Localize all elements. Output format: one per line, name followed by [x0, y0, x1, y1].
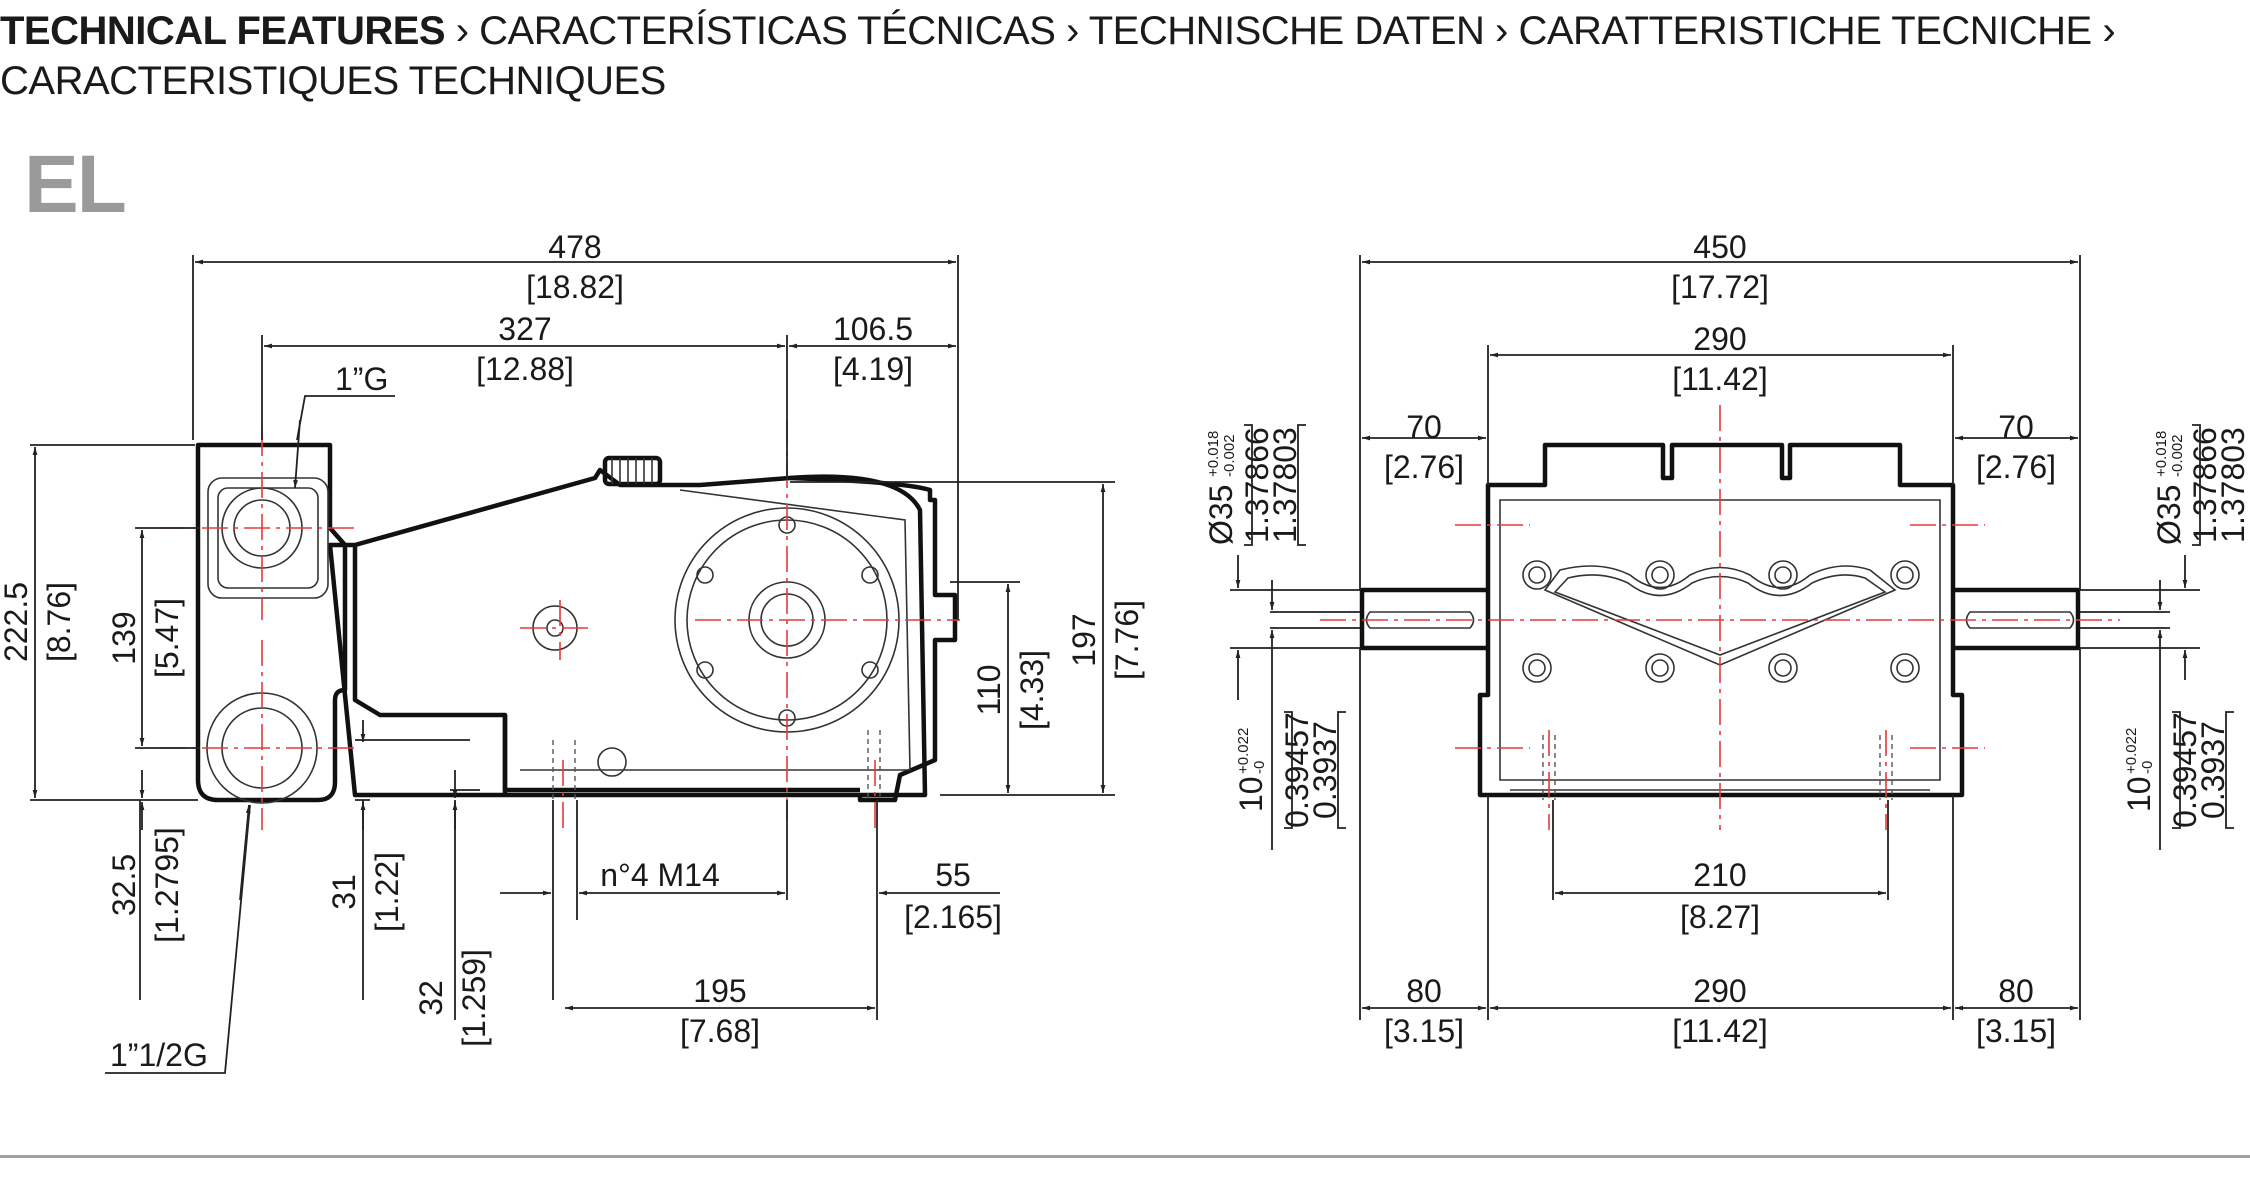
- header-title-line2: CARACTERISTIQUES TECHNIQUES: [0, 59, 666, 103]
- key-right-in-min: 0.3937: [2195, 721, 2231, 819]
- dim-139-in: [5.47]: [149, 598, 185, 678]
- dim-106-5: 106.5: [833, 311, 913, 347]
- dim-450: 450: [1693, 229, 1746, 265]
- dim-110: 110: [971, 664, 1007, 715]
- svg-text:+0.022: +0.022: [2123, 728, 2140, 774]
- svg-text:Ø35: Ø35: [1203, 485, 1239, 545]
- mount-bolts-label: n°4 M14: [600, 857, 720, 893]
- dim-327-in: [12.88]: [476, 351, 574, 387]
- dim-55: 55: [935, 857, 971, 893]
- dim-31: 31: [326, 874, 362, 910]
- dim-80-right-in: [3.15]: [1976, 1013, 2056, 1049]
- dim-80-left: 80: [1406, 973, 1442, 1009]
- dim-450-in: [17.72]: [1671, 269, 1769, 305]
- dim-478-in: [18.82]: [526, 269, 624, 305]
- svg-text:-0: -0: [1251, 761, 1268, 774]
- dim-70-left: 70: [1406, 409, 1442, 445]
- dim-290-top: 290: [1693, 321, 1746, 357]
- key-left-in-max: 0.39457: [1279, 712, 1315, 828]
- svg-text:+0.018: +0.018: [2153, 431, 2170, 477]
- dim-32-5: 32.5: [106, 854, 142, 916]
- key-left-in-min: 0.3937: [1307, 721, 1343, 819]
- header-title-bold: TECHNICAL FEATURES: [0, 9, 446, 53]
- model-label: EL: [24, 139, 127, 230]
- footer-divider: [0, 1155, 2250, 1158]
- dim-197-in: [7.76]: [1109, 600, 1145, 680]
- key-left: 10 +0.022 -0: [1233, 728, 1269, 812]
- dim-80-right: 80: [1998, 973, 2034, 1009]
- shaft-dia-right: Ø35 +0.018 -0.002: [2151, 431, 2187, 545]
- dim-210-in: [8.27]: [1680, 899, 1760, 935]
- dim-70-right-in: [2.76]: [1976, 449, 2056, 485]
- dim-222-5: 222.5: [0, 582, 34, 662]
- shaft-dia-left: Ø35 +0.018 -0.002: [1203, 431, 1239, 545]
- svg-text:Ø35: Ø35: [2151, 485, 2187, 545]
- svg-text:-0: -0: [2139, 761, 2156, 774]
- svg-text:10: 10: [1233, 776, 1269, 812]
- dim-139: 139: [106, 611, 142, 664]
- dim-110-in: [4.33]: [1014, 650, 1050, 730]
- dim-290-bottom-in: [11.42]: [1672, 1013, 1767, 1049]
- svg-text:10: 10: [2121, 776, 2157, 812]
- dim-80-left-in: [3.15]: [1384, 1013, 1464, 1049]
- dim-195-in: [7.68]: [680, 1013, 760, 1049]
- shaft-dia-right-in-max: 1.37866: [2187, 427, 2223, 543]
- dim-106-5-in: [4.19]: [833, 351, 913, 387]
- dim-55-in: [2.165]: [904, 899, 1002, 935]
- side-view-outline: [195, 442, 958, 804]
- svg-text:+0.018: +0.018: [1205, 431, 1222, 477]
- key-right-in-max: 0.39457: [2167, 712, 2203, 828]
- key-right: 10 +0.022 -0: [2121, 728, 2157, 812]
- page-header: TECHNICAL FEATURES › CARACTERÍSTICAS TÉC…: [0, 6, 2240, 106]
- side-view: 478 [18.82] 327 [12.88] 106.5 [4.19] 1”G…: [0, 229, 1145, 1074]
- dim-478: 478: [548, 229, 601, 265]
- inlet-thread-label: 1”G: [335, 361, 388, 397]
- dim-32-in: [1.259]: [456, 949, 492, 1047]
- svg-text:-0.002: -0.002: [1221, 434, 1238, 477]
- dim-31-in: [1.22]: [369, 852, 405, 932]
- shaft-dia-right-in-min: 1.37803: [2215, 427, 2250, 543]
- shaft-dia-left-in-max: 1.37866: [1239, 427, 1275, 543]
- svg-text:-0.002: -0.002: [2169, 434, 2186, 477]
- svg-text:+0.022: +0.022: [1235, 728, 1252, 774]
- dim-290-top-in: [11.42]: [1672, 361, 1767, 397]
- shaft-dia-left-in-min: 1.37803: [1267, 427, 1303, 543]
- outlet-thread-label: 1”1/2G: [110, 1037, 208, 1073]
- dim-222-5-in: [8.76]: [41, 582, 77, 662]
- dim-32: 32: [413, 980, 449, 1016]
- dim-70-right: 70: [1998, 409, 2034, 445]
- dim-197: 197: [1066, 613, 1102, 666]
- dim-210: 210: [1693, 857, 1746, 893]
- front-view: 450 [17.72] 290 [11.42] 70 [2.76] 70 [2.…: [1203, 229, 2250, 1049]
- dim-70-left-in: [2.76]: [1384, 449, 1464, 485]
- dim-195: 195: [693, 973, 746, 1009]
- dim-290-bottom: 290: [1693, 973, 1746, 1009]
- front-view-outline: [1359, 442, 2081, 800]
- header-title-translations: › CARACTERÍSTICAS TÉCNICAS › TECHNISCHE …: [445, 9, 2116, 53]
- dim-32-5-in: [1.2795]: [149, 827, 185, 943]
- dim-327: 327: [498, 311, 551, 347]
